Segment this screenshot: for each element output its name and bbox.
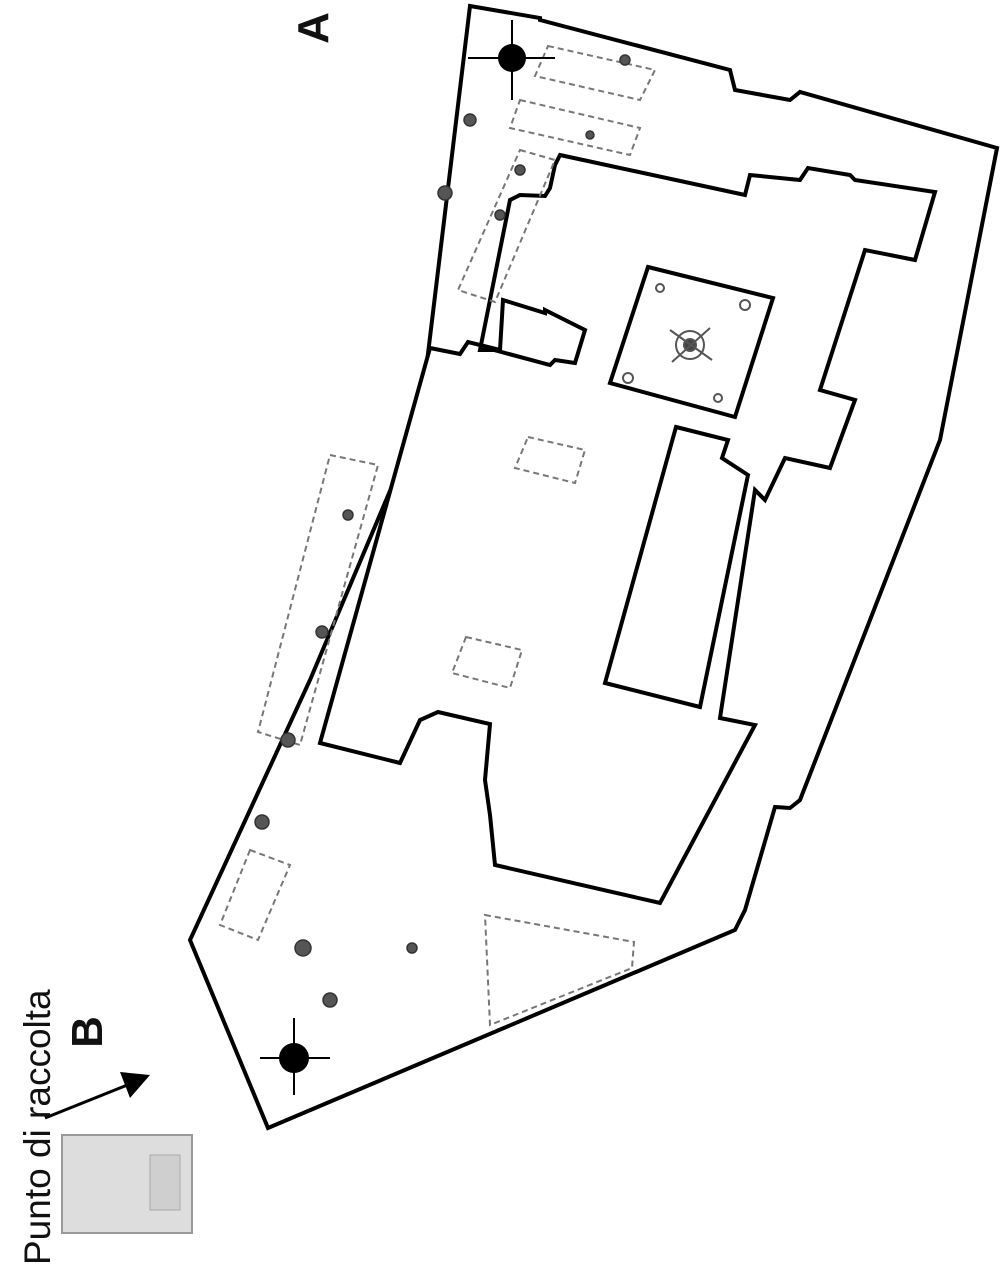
- marker-b-crosshair-marker-icon: [260, 1018, 330, 1095]
- dashed-details: [218, 44, 657, 1027]
- marker-a-crosshair-marker-icon: [468, 20, 555, 100]
- label-collection-point: Punto di raccolta: [17, 989, 58, 1265]
- collection-area: [61, 1134, 193, 1234]
- label-point-b: B: [63, 1016, 112, 1048]
- courtyard-tree-icon: [622, 283, 751, 403]
- main-building: [317, 152, 938, 906]
- tree-symbols: [254, 54, 631, 1008]
- label-point-a: A: [289, 12, 338, 44]
- arrow-icon: [44, 1072, 150, 1120]
- inner-building: [602, 424, 751, 710]
